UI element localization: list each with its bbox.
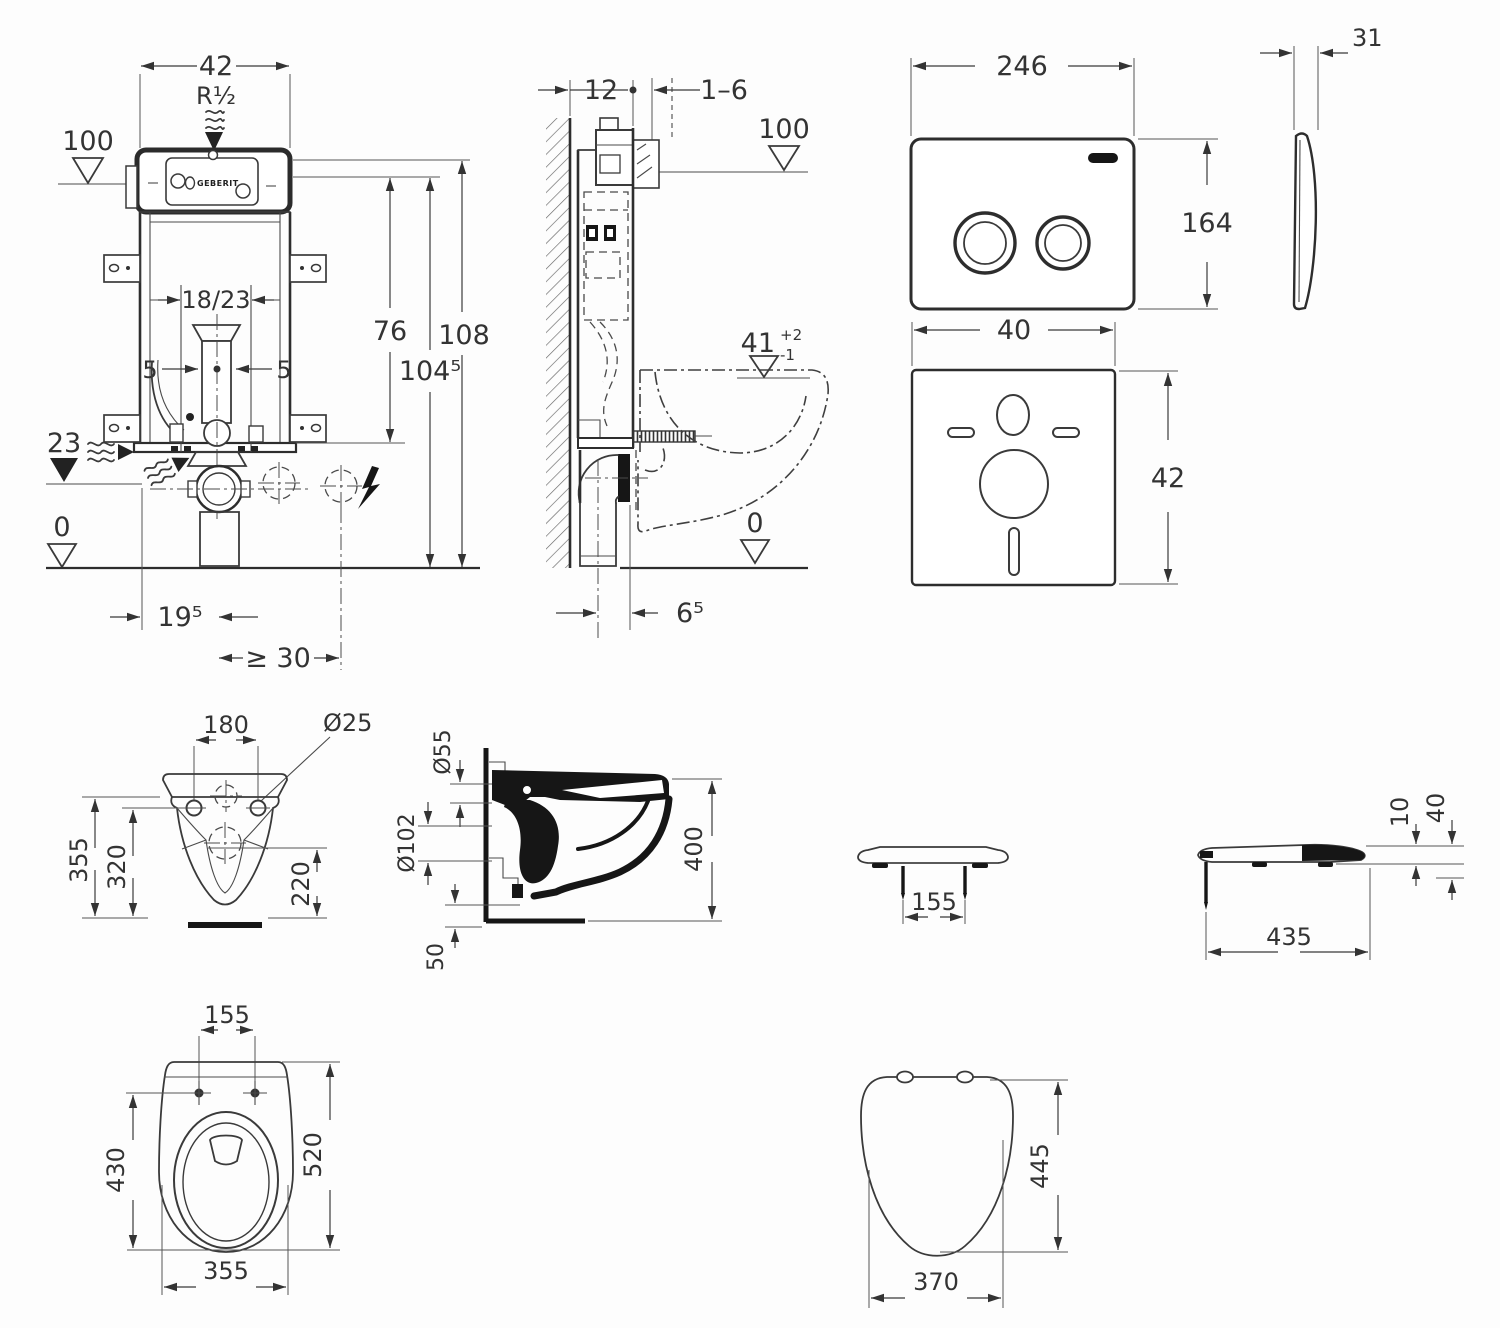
plate-width-dim: 246 <box>996 51 1048 82</box>
wcfront-bolt-dim: 180 <box>203 711 249 739</box>
front-rail-dim: 18/23 <box>181 286 250 314</box>
mat-width-dim: 40 <box>997 315 1031 346</box>
wctop-dim-520: 520 <box>299 1132 327 1178</box>
view-wc-top: 155 430 520 355 <box>102 1001 340 1295</box>
seattop-dim-370: 370 <box>913 1268 959 1296</box>
view-wc-side: Ø55 Ø102 400 50 <box>395 729 722 971</box>
view-sound-mat: 40 42 <box>910 315 1185 587</box>
wctop-dim-355: 355 <box>203 1257 249 1285</box>
front-height-104: 104⁵ <box>399 356 461 387</box>
side-dim-65: 6⁵ <box>676 598 704 629</box>
wctop-dim-430: 430 <box>102 1147 130 1193</box>
view-seat-top: 445 370 <box>860 1070 1068 1308</box>
seatside-dim-10: 10 <box>1386 797 1414 828</box>
view-flush-plate-front: 246 164 <box>909 51 1233 311</box>
front-level-100: 100 <box>62 126 114 157</box>
plate-height-dim: 164 <box>1181 208 1233 239</box>
front-level-0: 0 <box>53 512 70 543</box>
side-level-100: 100 <box>758 114 810 145</box>
side-level-0: 0 <box>746 508 763 539</box>
side-rim-tol-minus: -1 <box>780 346 795 364</box>
wcfront-dim-320: 320 <box>103 844 131 890</box>
view-seat-section: 155 <box>857 846 1009 924</box>
seatsec-bolt-dim: 155 <box>911 888 957 916</box>
brand-logo-text: GEBERIT <box>197 179 239 188</box>
front-offset-left: 5 <box>142 356 157 384</box>
front-dim-min30: ≥ 30 <box>245 643 311 674</box>
front-supply-label: R½ <box>196 82 236 110</box>
view-side-installation: 12 1–6 100 <box>538 75 829 640</box>
wctop-bolt-dim: 155 <box>204 1001 250 1029</box>
wcfront-dim-220: 220 <box>287 861 315 907</box>
front-dim-195: 19⁵ <box>157 602 202 633</box>
view-front-installation: 42 R½ 100 GEBERIT <box>46 51 490 674</box>
side-depth-dim: 12 <box>584 75 618 106</box>
side-rim-height: 41 <box>741 328 775 359</box>
front-height-108: 108 <box>438 320 490 351</box>
front-level-23: 23 <box>47 428 81 459</box>
seatside-length-dim: 435 <box>1266 923 1312 951</box>
wcside-height-dim: 400 <box>680 826 708 872</box>
front-offset-right: 5 <box>276 356 291 384</box>
seattop-dim-445: 445 <box>1026 1143 1054 1189</box>
seatside-dim-40: 40 <box>1422 793 1450 824</box>
wcfront-dim-355: 355 <box>65 837 93 883</box>
wcside-inlet-dia: Ø55 <box>431 729 456 774</box>
lightning-icon <box>358 466 380 509</box>
side-finish-dim: 1–6 <box>700 75 748 106</box>
wcside-gap-dim: 50 <box>424 943 449 971</box>
view-wc-front: 180 Ø25 355 320 220 <box>65 709 372 928</box>
mat-height-dim: 42 <box>1151 463 1185 494</box>
view-seat-side: 10 40 435 <box>1197 793 1464 960</box>
wcfront-hole-dia: Ø25 <box>323 709 372 737</box>
front-height-76: 76 <box>373 316 407 347</box>
view-flush-plate-side: 31 <box>1260 24 1383 311</box>
front-width-dim: 42 <box>199 51 233 82</box>
wcside-outlet-dia: Ø102 <box>395 813 420 872</box>
side-rim-tol-plus: +2 <box>780 326 802 344</box>
plate-logo-mark <box>1088 153 1118 163</box>
plate-thickness-dim: 31 <box>1352 24 1383 52</box>
